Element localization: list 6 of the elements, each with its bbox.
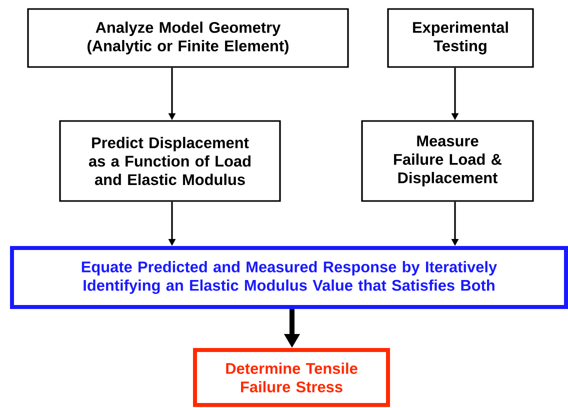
process-box: Analyze Model Geometry (Analytic or Finite Element) <box>27 8 349 68</box>
process-box: Experimental Testing <box>387 8 534 68</box>
process-box: Equate Predicted and Measured Response by Iteratively Identifying an Elastic Modulus Value that Satisfies Both <box>10 246 568 309</box>
result-box: Determine Tensile Failure Stress <box>193 348 390 407</box>
process-box: Predict Displacement as a Function of Load and Elastic Modulus <box>59 120 281 202</box>
process-box: Measure Failure Load & Displacement <box>361 120 534 202</box>
